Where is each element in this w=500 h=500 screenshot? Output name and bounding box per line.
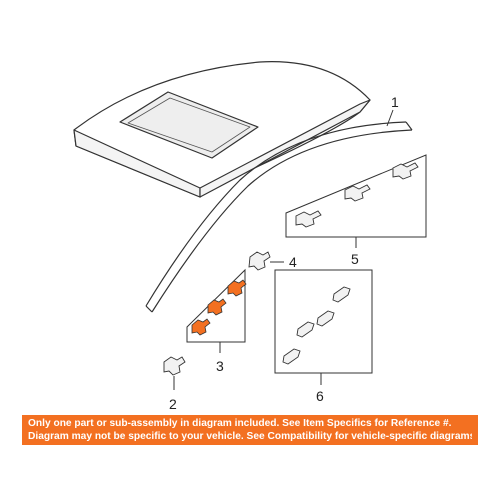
clip-2 <box>163 356 186 376</box>
callout-6: 6 <box>316 388 324 404</box>
highlighted-clips <box>191 279 247 336</box>
parts-diagram: 1 5 4 3 2 <box>73 61 427 412</box>
callout-5: 5 <box>351 251 359 267</box>
callout-2: 2 <box>169 396 177 412</box>
disclaimer-line-2: Diagram may not be specific to your vehi… <box>28 431 472 442</box>
disclaimer-banner: Only one part or sub-assembly in diagram… <box>22 415 478 445</box>
clip-set-6 <box>274 269 373 385</box>
clip-4 <box>248 251 271 271</box>
roof-molding <box>145 121 413 313</box>
roof-panel <box>73 61 371 198</box>
leader-1 <box>386 109 394 127</box>
sunroof-opening <box>119 91 259 159</box>
callout-1: 1 <box>391 94 399 110</box>
callout-4: 4 <box>289 254 297 270</box>
disclaimer-line-1: Only one part or sub-assembly in diagram… <box>28 418 452 429</box>
clip-set-5 <box>285 154 427 248</box>
callout-3: 3 <box>216 358 224 374</box>
clip-set-3 <box>186 268 247 353</box>
